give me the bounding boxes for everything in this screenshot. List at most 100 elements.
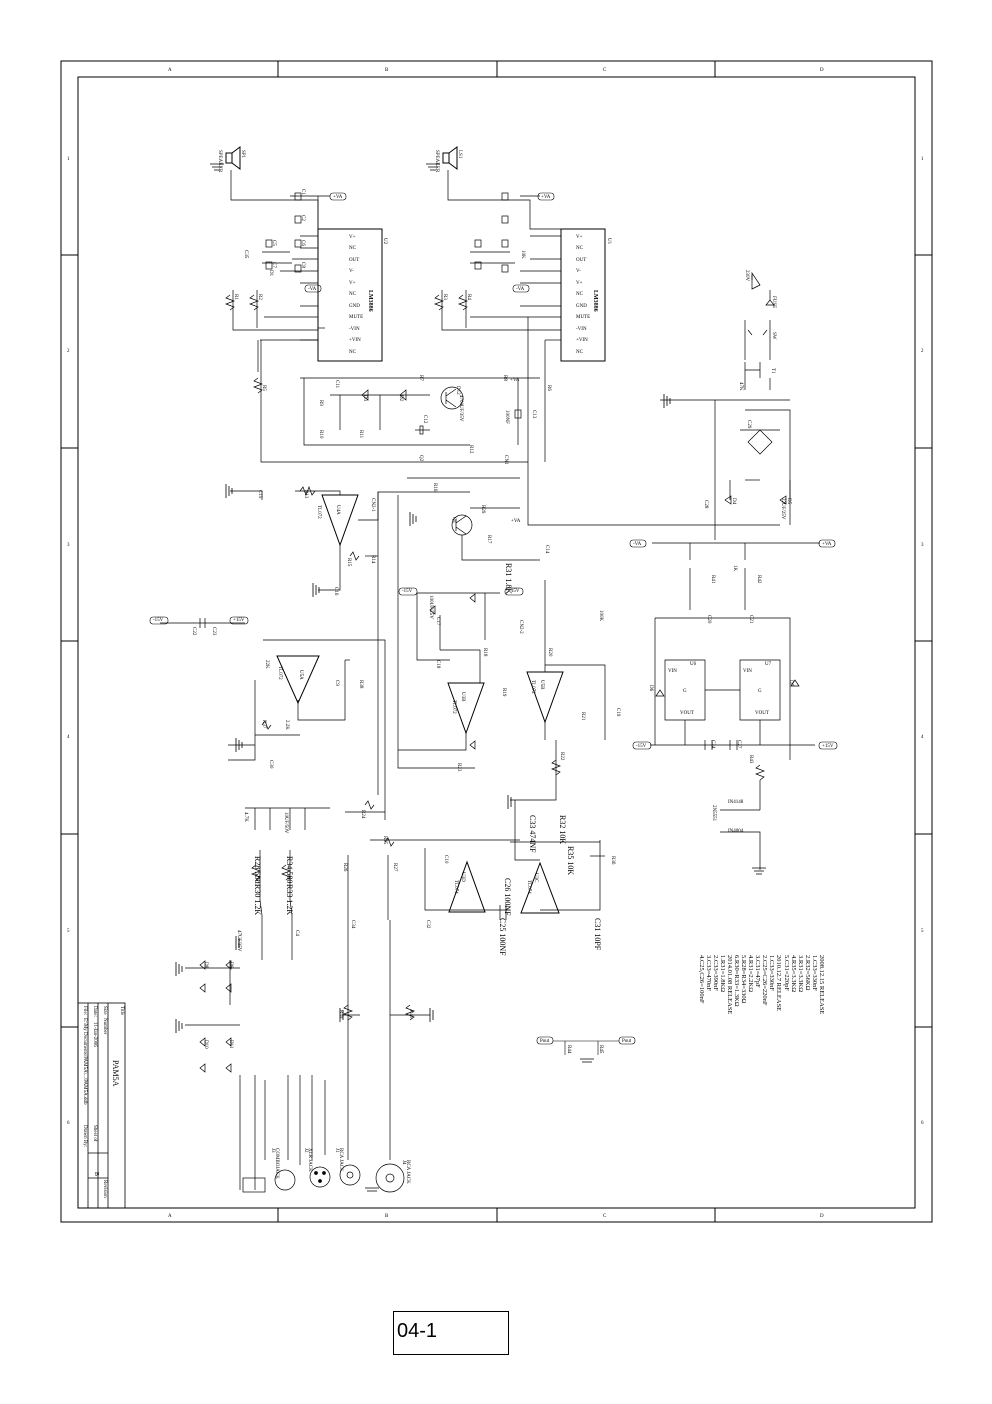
component-label: 22UF/25V: [780, 498, 785, 520]
component-label: CN1: [503, 455, 508, 465]
component-label: 4700UF/35V: [458, 395, 463, 422]
component-label: D4: [731, 498, 736, 505]
component-label: R2: [257, 294, 262, 300]
component-label: C12: [422, 415, 427, 424]
release-item: 1.C33=330nF: [811, 955, 818, 991]
row-label-left: 4: [67, 735, 70, 740]
connector-labels: J3 COMBOJACK J2 XLR JACK J1 RCA JACK J4 …: [270, 1148, 410, 1184]
net-label: +VA: [333, 195, 343, 200]
component-label: 47UF/35V: [236, 930, 241, 952]
amp-pin-name: NC: [576, 246, 584, 251]
amp-pin-names: V+ NC OUT V- V+ NC GND MUTE -VIN +VIN NC: [576, 235, 590, 355]
file-value: E:\My Documents\PAM5A\...\PAM5A.ddb: [82, 1018, 87, 1105]
component-label: C13: [531, 410, 536, 419]
component-label: D6: [648, 685, 653, 692]
callout: R30 1.2K: [253, 884, 262, 915]
component-label: R24: [360, 810, 365, 819]
component-label: 22K: [264, 660, 269, 669]
net-label: FUSE: [771, 296, 776, 308]
col-label-bottom: C: [603, 1214, 607, 1219]
amp-part: LM3886: [592, 290, 598, 312]
amp-pin-name: +VIN: [576, 338, 588, 343]
component-label: R12: [468, 445, 473, 454]
net-flags: +VA +VA -VA -VA -VA +VA +VA +VA -15V +15…: [153, 195, 834, 1044]
row-label-right: 3: [921, 543, 924, 548]
amp-pin-name: NC: [576, 292, 584, 297]
net-label: -15V: [636, 744, 647, 749]
opamp-part: TL074: [526, 880, 531, 894]
net-label: +VA: [541, 195, 551, 200]
opamp-ref: U3B: [460, 692, 465, 702]
release-item: 5.R28=R34=330Ω: [740, 955, 747, 1004]
component-label: C21: [748, 615, 753, 624]
speaker-ref: LS1: [457, 150, 462, 159]
component-label: D12: [455, 386, 460, 395]
component-label: R9: [318, 400, 323, 406]
opamp-ref: U4A: [335, 505, 340, 515]
opamp-part: TL072: [530, 680, 535, 694]
component-label: 2N5551: [711, 805, 716, 822]
size-label: Size: [102, 1006, 107, 1015]
component-label: IN4148: [728, 800, 744, 805]
connector-label: COMBOJACK: [274, 1148, 279, 1179]
net-label: -VA: [633, 542, 642, 547]
component-label: C9: [334, 680, 339, 686]
callout: R33 1.2K: [285, 884, 294, 915]
row-label-left: 5: [67, 929, 70, 934]
component-label: C17: [435, 617, 440, 626]
preamp-wiring: [160, 477, 606, 920]
net-label: +VA: [510, 378, 520, 383]
row-label-right: 6: [921, 1121, 924, 1126]
component-label: R14: [370, 555, 375, 564]
frame-zone-labels: A B C D A B C D 1 2 3 4 5 6 1 2 3 4 5 6: [67, 68, 924, 1219]
component-label: D8: [203, 962, 208, 969]
component-label: D5: [786, 498, 791, 505]
title-block: Title PAM5A Size Number Revision B Date:…: [77, 1002, 126, 1209]
component-label: C34: [350, 920, 355, 929]
callout: R35 10K: [566, 846, 575, 875]
callout: R31 1.8K: [504, 563, 513, 594]
release-item: 2.C33=390nF: [712, 955, 719, 991]
amp-pin-name: GND: [576, 304, 587, 309]
net-label: 230V: [744, 270, 749, 282]
component-label: R29: [480, 505, 485, 514]
component-label: C5: [271, 240, 276, 246]
net-label: -VA: [516, 287, 525, 292]
component-label: C23: [211, 627, 216, 636]
component-label: R22: [559, 752, 564, 761]
component-label: R26: [342, 863, 347, 872]
opamp-part: TL072: [451, 700, 456, 714]
component-label: C32: [425, 920, 430, 929]
component-label: C28: [703, 500, 708, 509]
component-label: C7: [271, 262, 276, 268]
opamp-ref: U5B: [539, 680, 544, 690]
opamp-part: TL074: [453, 880, 458, 894]
release-item: 2.R32=56KΩ: [804, 955, 811, 991]
row-label-right: 2: [921, 349, 924, 354]
net-label: +15V: [508, 589, 520, 594]
regulators: U6 VIN G VOUT U7 VIN G VOUT: [668, 662, 772, 716]
row-label-right: 1: [921, 157, 924, 162]
component-label: C10: [443, 855, 448, 864]
sheet-label: Sheet of: [92, 1125, 97, 1142]
reg-pin: VIN: [668, 669, 677, 674]
speaker-icon: [442, 146, 458, 170]
net-label: +15V: [233, 618, 245, 623]
component-label: R7: [418, 375, 423, 381]
connector-ref: J2: [303, 1148, 308, 1153]
component-label: 47K: [738, 382, 743, 391]
net-label: SW: [771, 332, 776, 340]
amp-pin-name: NC: [349, 350, 357, 355]
component-label: 100UF/25V: [428, 595, 433, 619]
component-label: D9: [228, 962, 233, 969]
reg-pin: VIN: [743, 669, 752, 674]
net-label: +VA: [511, 519, 521, 524]
amp-pin-name: V+: [349, 235, 356, 240]
opamp-part: TL072: [277, 666, 282, 680]
component-label: R13: [303, 490, 308, 499]
component-label: R40: [408, 1010, 413, 1019]
opamp-ref: U3C: [533, 873, 538, 883]
component-label: R37: [261, 720, 266, 729]
net-label: T1: [770, 368, 775, 374]
component-label: Q1: [451, 517, 456, 524]
